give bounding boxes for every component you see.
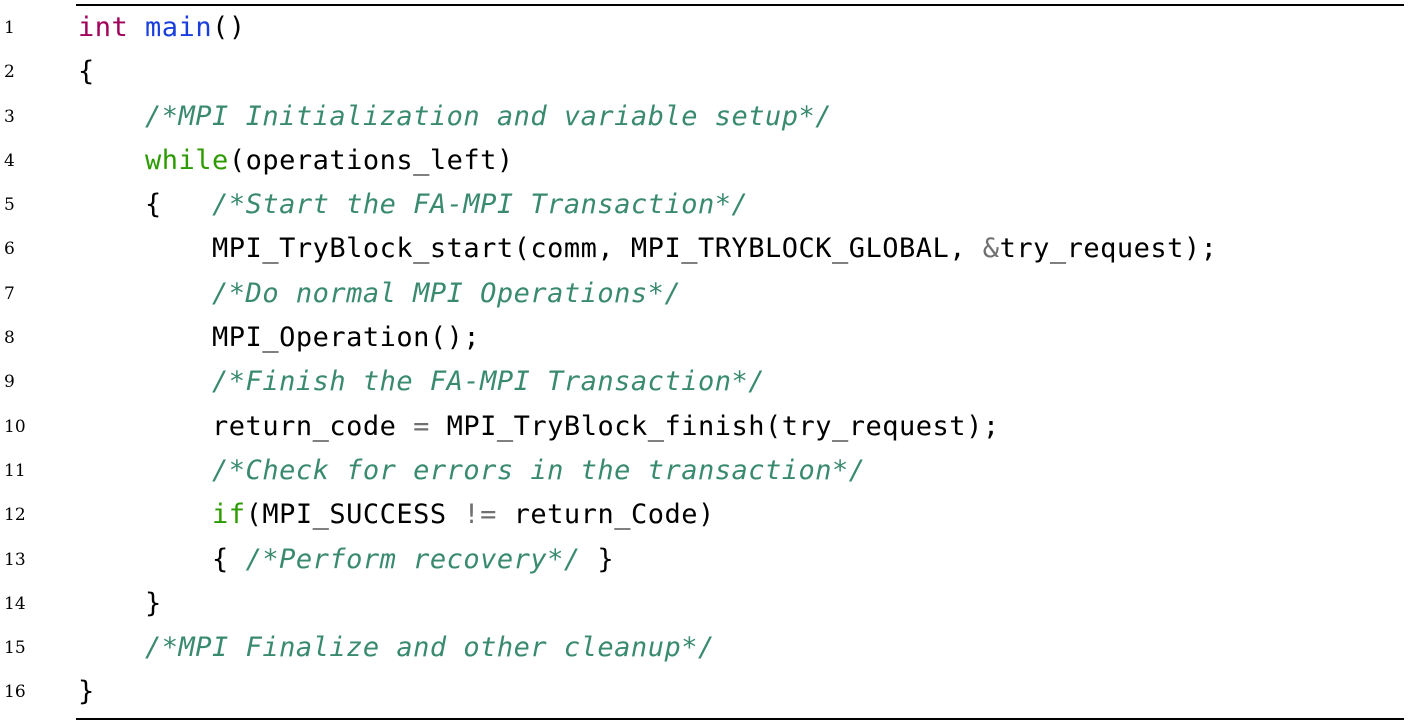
indent	[78, 366, 212, 397]
code-text: /*Do normal MPI Operations*/	[78, 272, 681, 316]
line-number: 10	[4, 416, 26, 437]
code-token: ()	[212, 12, 246, 43]
indent	[78, 278, 212, 309]
code-token: {	[145, 189, 213, 221]
line-number: 4	[4, 150, 15, 171]
line-number: 11	[4, 460, 26, 481]
code-token: MPI_Operation();	[212, 322, 481, 354]
code-line: 14 }	[0, 582, 1421, 626]
code-text: /*Check for errors in the transaction*/	[78, 449, 866, 493]
code-line: 15 /*MPI Finalize and other cleanup*/	[0, 626, 1421, 670]
code-text: return_code = MPI_TryBlock_finish(try_re…	[78, 405, 1000, 449]
code-token: return_code	[212, 410, 414, 442]
code-line: 5 { /*Start the FA-MPI Transaction*/	[0, 183, 1421, 227]
code-text: while(operations_left)	[78, 139, 514, 183]
indent	[78, 499, 212, 530]
code-line: 9 /*Finish the FA-MPI Transaction*/	[0, 360, 1421, 404]
control-keyword: if	[212, 499, 246, 531]
line-number: 16	[4, 682, 26, 703]
code-token: }	[580, 543, 615, 575]
code-token: {	[212, 543, 246, 575]
line-number: 13	[4, 549, 26, 570]
code-text: }	[78, 670, 95, 714]
code-text: if(MPI_SUCCESS != return_Code)	[78, 493, 715, 537]
indent	[78, 233, 212, 264]
line-number: 14	[4, 593, 26, 614]
indent	[78, 455, 212, 486]
code-token: MPI_TryBlock_start(comm, MPI_TRYBLOCK_GL…	[212, 233, 983, 265]
indent	[78, 145, 145, 176]
code-comment: /*MPI Initialization and variable setup*…	[145, 100, 833, 132]
code-text: int main()	[78, 6, 246, 50]
operator: &	[982, 233, 1000, 265]
line-number: 7	[4, 283, 15, 304]
code-token: }	[78, 676, 95, 708]
line-number: 6	[4, 239, 15, 260]
line-number: 2	[4, 62, 15, 83]
code-token: (MPI_SUCCESS	[245, 499, 464, 531]
indent	[78, 588, 145, 619]
line-number: 8	[4, 328, 15, 349]
code-comment: /*MPI Finalize and other cleanup*/	[145, 632, 715, 664]
code-line: 13 { /*Perform recovery*/ }	[0, 538, 1421, 582]
line-number: 9	[4, 372, 15, 393]
code-line: 8 MPI_Operation();	[0, 316, 1421, 360]
code-comment: /*Perform recovery*/	[245, 543, 581, 575]
code-text: }	[78, 582, 162, 626]
code-text: MPI_Operation();	[78, 316, 480, 360]
indent	[78, 411, 212, 442]
code-comment: /*Do normal MPI Operations*/	[212, 277, 682, 309]
operator: =	[413, 410, 430, 442]
code-text: /*MPI Initialization and variable setup*…	[78, 95, 832, 139]
code-line: 1 int main()	[0, 6, 1421, 50]
code-text: {	[78, 50, 95, 94]
code-line: 16}	[0, 670, 1421, 714]
indent	[78, 322, 212, 353]
code-line: 12 if(MPI_SUCCESS != return_Code)	[0, 493, 1421, 537]
code-line: 6 MPI_TryBlock_start(comm, MPI_TRYBLOCK_…	[0, 227, 1421, 271]
line-number: 12	[4, 505, 26, 526]
bottom-rule	[76, 718, 1404, 720]
line-number: 1	[4, 18, 15, 38]
code-token: MPI_TryBlock_finish(try_request);	[429, 410, 1000, 442]
code-line: 7 /*Do normal MPI Operations*/	[0, 272, 1421, 316]
code-text: MPI_TryBlock_start(comm, MPI_TRYBLOCK_GL…	[78, 227, 1217, 271]
code-comment: /*Finish the FA-MPI Transaction*/	[212, 366, 765, 398]
code-line: 4 while(operations_left)	[0, 139, 1421, 183]
code-text: /*MPI Finalize and other cleanup*/	[78, 626, 715, 670]
code-text: { /*Perform recovery*/ }	[78, 538, 614, 582]
control-keyword: while	[145, 144, 229, 176]
function-name: main	[145, 12, 213, 43]
indent	[78, 544, 212, 575]
code-comment: /*Start the FA-MPI Transaction*/	[212, 189, 749, 221]
code-token: (operations_left)	[228, 144, 514, 176]
line-number: 15	[4, 638, 26, 659]
code-text: /*Finish the FA-MPI Transaction*/	[78, 360, 765, 404]
code-line: 3 /*MPI Initialization and variable setu…	[0, 95, 1421, 139]
code-token: {	[78, 56, 95, 88]
type-keyword: int	[78, 12, 129, 43]
top-rule	[76, 4, 1404, 6]
code-line: 2{	[0, 50, 1421, 94]
code-token: }	[145, 587, 162, 619]
line-number: 3	[4, 106, 15, 127]
code-comment: /*Check for errors in the transaction*/	[212, 454, 866, 486]
code-token: return_Code)	[496, 499, 715, 531]
operator: !=	[463, 499, 497, 531]
line-number: 5	[4, 195, 15, 216]
indent	[78, 632, 145, 663]
code-token: try_request);	[999, 233, 1218, 265]
code-line: 10 return_code = MPI_TryBlock_finish(try…	[0, 405, 1421, 449]
code-text: { /*Start the FA-MPI Transaction*/	[78, 183, 748, 227]
indent	[78, 101, 145, 132]
code-line: 11 /*Check for errors in the transaction…	[0, 449, 1421, 493]
code-token	[128, 12, 145, 43]
indent	[78, 189, 145, 220]
